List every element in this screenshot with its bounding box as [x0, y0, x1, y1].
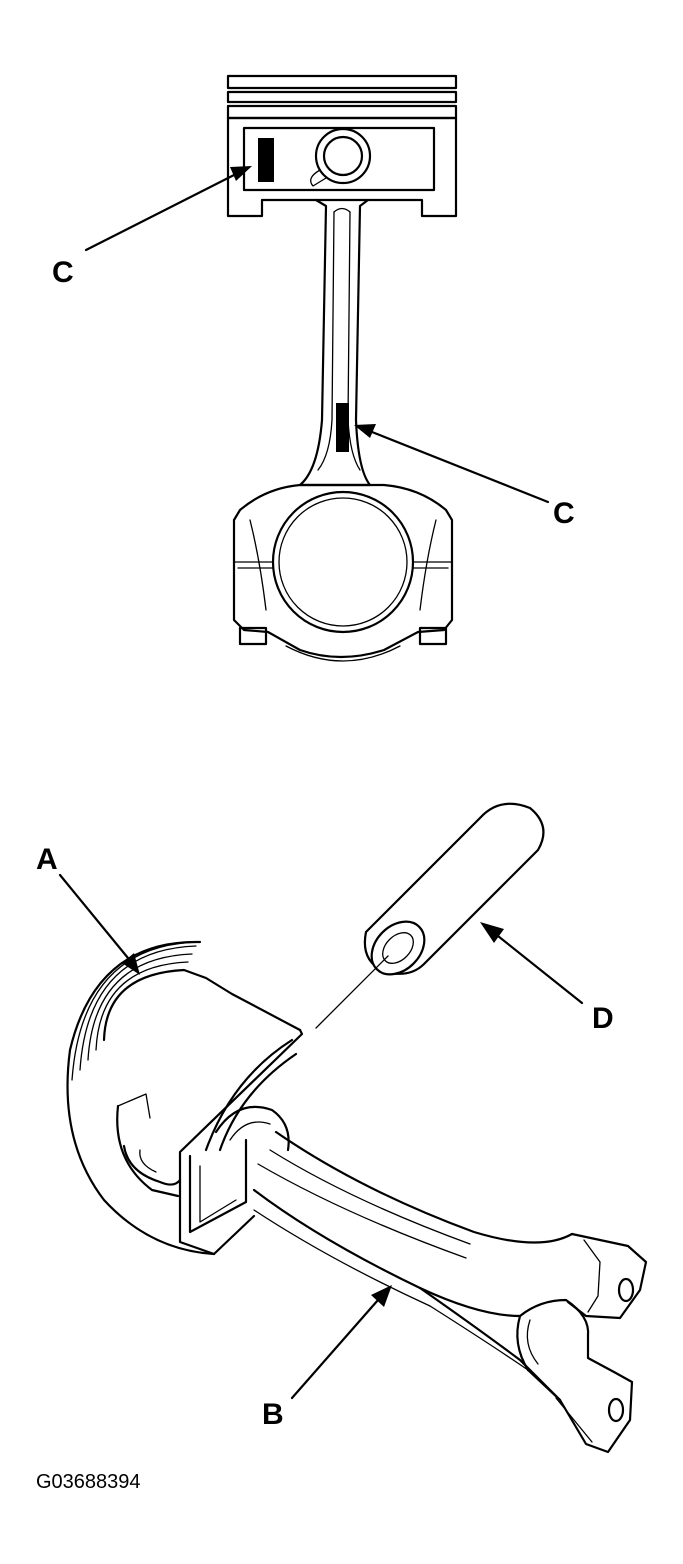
- leader-c-left: [84, 166, 252, 252]
- leader-d: [480, 922, 584, 1005]
- lower-exploded-view: A B D: [36, 802, 648, 1454]
- figure-code: G03688394: [36, 1471, 141, 1493]
- piston-pin: [315, 802, 545, 1029]
- upper-connecting-rod: [232, 198, 454, 662]
- lower-piston: [66, 940, 304, 1256]
- piston-mark: [258, 138, 274, 182]
- upper-piston-rod-view: C C: [52, 74, 575, 662]
- upper-piston: [226, 74, 458, 218]
- label-c-right: C: [553, 497, 575, 530]
- label-a: A: [36, 843, 58, 876]
- lower-connecting-rod: [214, 1105, 648, 1454]
- label-d: D: [592, 1002, 614, 1035]
- rod-mark: [336, 403, 349, 452]
- leader-c-right: [354, 424, 550, 504]
- leader-a: [58, 873, 140, 975]
- label-c-left: C: [52, 256, 74, 289]
- leader-b: [290, 1285, 392, 1400]
- label-b: B: [262, 1398, 284, 1431]
